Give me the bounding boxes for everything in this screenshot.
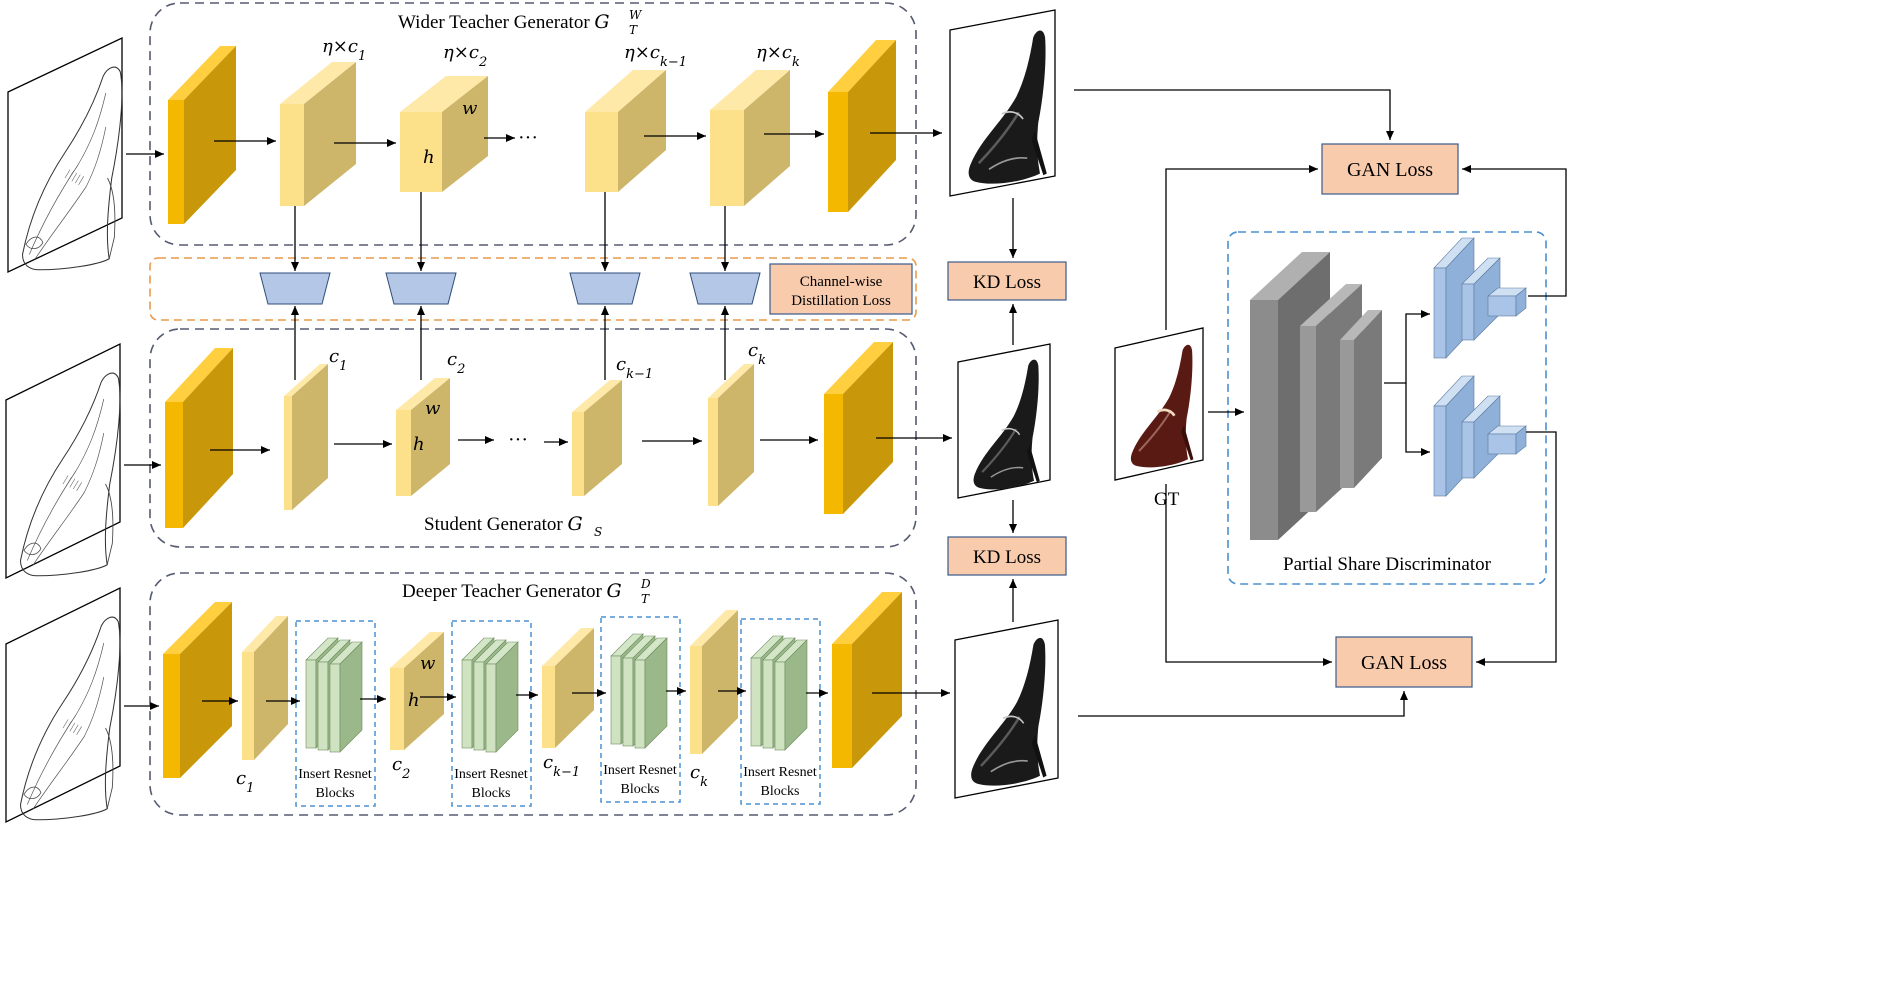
wider-teacher-title-sub: T <box>629 23 638 37</box>
deeper-output-conv <box>832 592 902 768</box>
kd-loss-top-box: KD Loss <box>947 261 1067 301</box>
resnet-label-2-line2: Blocks <box>472 786 511 801</box>
wider-teacher-title: Wider Teacher Generator G <box>398 11 610 33</box>
student-channel-label-1: c1 <box>329 346 347 374</box>
sketch-input-middle <box>5 342 121 580</box>
deeper-feature-ck <box>690 610 738 754</box>
wider-channel-label-3: η×ck−1 <box>624 42 687 70</box>
resnet-box-2 <box>451 620 532 807</box>
gt-label: GT <box>1154 489 1180 510</box>
ellipsis-student: ··· <box>508 429 528 451</box>
channel-distillation-container <box>149 257 917 321</box>
gan-loss-bottom-box: GAN Loss <box>1335 636 1473 688</box>
svg-text:GAN Loss: GAN Loss <box>1347 159 1433 181</box>
channel-distillation-loss-box: Channel-wise Distillation Loss <box>769 263 913 315</box>
distill-adapter-1 <box>259 272 331 305</box>
output-photo-deeper <box>954 619 1059 799</box>
ellipsis-wider: ··· <box>518 127 538 149</box>
kd-loss-bottom-box: KD Loss <box>947 536 1067 576</box>
partial-share-label: Partial Share Discriminator <box>1283 554 1492 575</box>
svg-text:KD Loss: KD Loss <box>973 272 1041 293</box>
deeper-feature-ck1 <box>542 628 594 748</box>
disc-shared-layer-3 <box>1340 310 1382 488</box>
gt-photo <box>1114 327 1204 481</box>
wider-feature-ck <box>710 70 790 206</box>
svg-text:Channel-wise: Channel-wise <box>800 274 883 290</box>
student-feature-ck1 <box>572 380 622 496</box>
student-feature-c1 <box>284 364 328 510</box>
wider-channel-label-2: η×c2 <box>443 42 487 70</box>
channel-labels: η×c1 η×c2 η×ck−1 η×ck c1 c2 ck−1 ck c1 c2 ck−1 ck <box>236 36 800 796</box>
sketch-input-top <box>7 36 123 274</box>
output-photo-student <box>957 343 1051 499</box>
wider-channel-label-4: η×ck <box>756 42 800 70</box>
resnet-label-1-line2: Blocks <box>316 786 355 801</box>
deeper-teacher-title-sub: T <box>641 592 650 606</box>
dim-w-student: w <box>425 398 441 419</box>
deeper-channel-label-2: c2 <box>392 754 410 782</box>
deeper-channel-label-3: ck−1 <box>543 752 580 780</box>
resnet-blocks-2 <box>461 637 519 753</box>
wider-channel-label-1: η×c1 <box>322 36 366 64</box>
resnet-box-3 <box>600 616 681 803</box>
student-feature-ck <box>708 364 754 506</box>
student-input-conv <box>165 348 233 528</box>
distill-adapter-4 <box>689 272 761 305</box>
resnet-label-1-line1: Insert Resnet <box>298 767 372 782</box>
resnet-blocks-4 <box>750 635 808 751</box>
resnet-blocks-1 <box>305 637 363 753</box>
student-generator-title: Student Generator G <box>424 513 583 535</box>
resnet-blocks-3 <box>610 633 668 749</box>
svg-text:KD Loss: KD Loss <box>973 547 1041 568</box>
disc-branch-bottom <box>1433 375 1527 497</box>
student-channel-label-4: ck <box>748 340 766 368</box>
student-output-conv <box>824 342 893 514</box>
deeper-channel-label-1: c1 <box>236 768 254 796</box>
dim-h-deeper: h <box>408 690 420 711</box>
deeper-teacher-title: Deeper Teacher Generator G <box>402 580 622 602</box>
deeper-feature-c2 <box>390 632 444 750</box>
output-photo-wider <box>949 9 1056 197</box>
wider-output-conv <box>828 40 896 212</box>
dim-h-wider: h <box>423 147 435 168</box>
distill-adapter-3 <box>569 272 641 305</box>
dim-h-student: h <box>413 434 425 455</box>
distill-adapter-2 <box>385 272 457 305</box>
deeper-teacher-container <box>149 572 917 816</box>
disc-branch-top <box>1433 237 1527 359</box>
wider-teacher-container <box>149 2 917 246</box>
deeper-input-conv <box>163 602 232 778</box>
deeper-feature-c1 <box>242 616 288 760</box>
wider-teacher-title-sup: W <box>629 8 643 22</box>
resnet-box-4 <box>740 618 821 805</box>
student-channel-label-2: c2 <box>447 349 465 377</box>
resnet-label-4-line2: Blocks <box>761 784 800 799</box>
wider-feature-c1 <box>280 62 356 206</box>
discriminator-container <box>1227 231 1547 585</box>
wider-feature-ck1 <box>585 70 666 192</box>
sketch-input-bottom <box>5 586 121 824</box>
deeper-teacher-title-sup: D <box>640 577 651 591</box>
svg-text:Distillation Loss: Distillation Loss <box>791 293 891 309</box>
student-channel-label-3: ck−1 <box>616 354 653 382</box>
gan-loss-top-box: GAN Loss <box>1321 143 1459 195</box>
resnet-label-3-line2: Blocks <box>621 782 660 797</box>
resnet-label-3-line1: Insert Resnet <box>603 763 677 778</box>
deeper-channel-label-4: ck <box>690 762 708 790</box>
resnet-label-2-line1: Insert Resnet <box>454 767 528 782</box>
arrows <box>124 89 1567 717</box>
wider-feature-c2 <box>400 76 488 192</box>
resnet-box-1 <box>295 620 376 807</box>
dim-w-deeper: w <box>420 653 436 674</box>
svg-text:GAN Loss: GAN Loss <box>1361 652 1447 674</box>
wider-input-conv <box>168 46 236 224</box>
student-generator-title-sub: S <box>594 525 602 539</box>
student-feature-c2 <box>396 378 450 496</box>
resnet-label-4-line1: Insert Resnet <box>743 765 817 780</box>
dim-w-wider: w <box>462 98 478 119</box>
